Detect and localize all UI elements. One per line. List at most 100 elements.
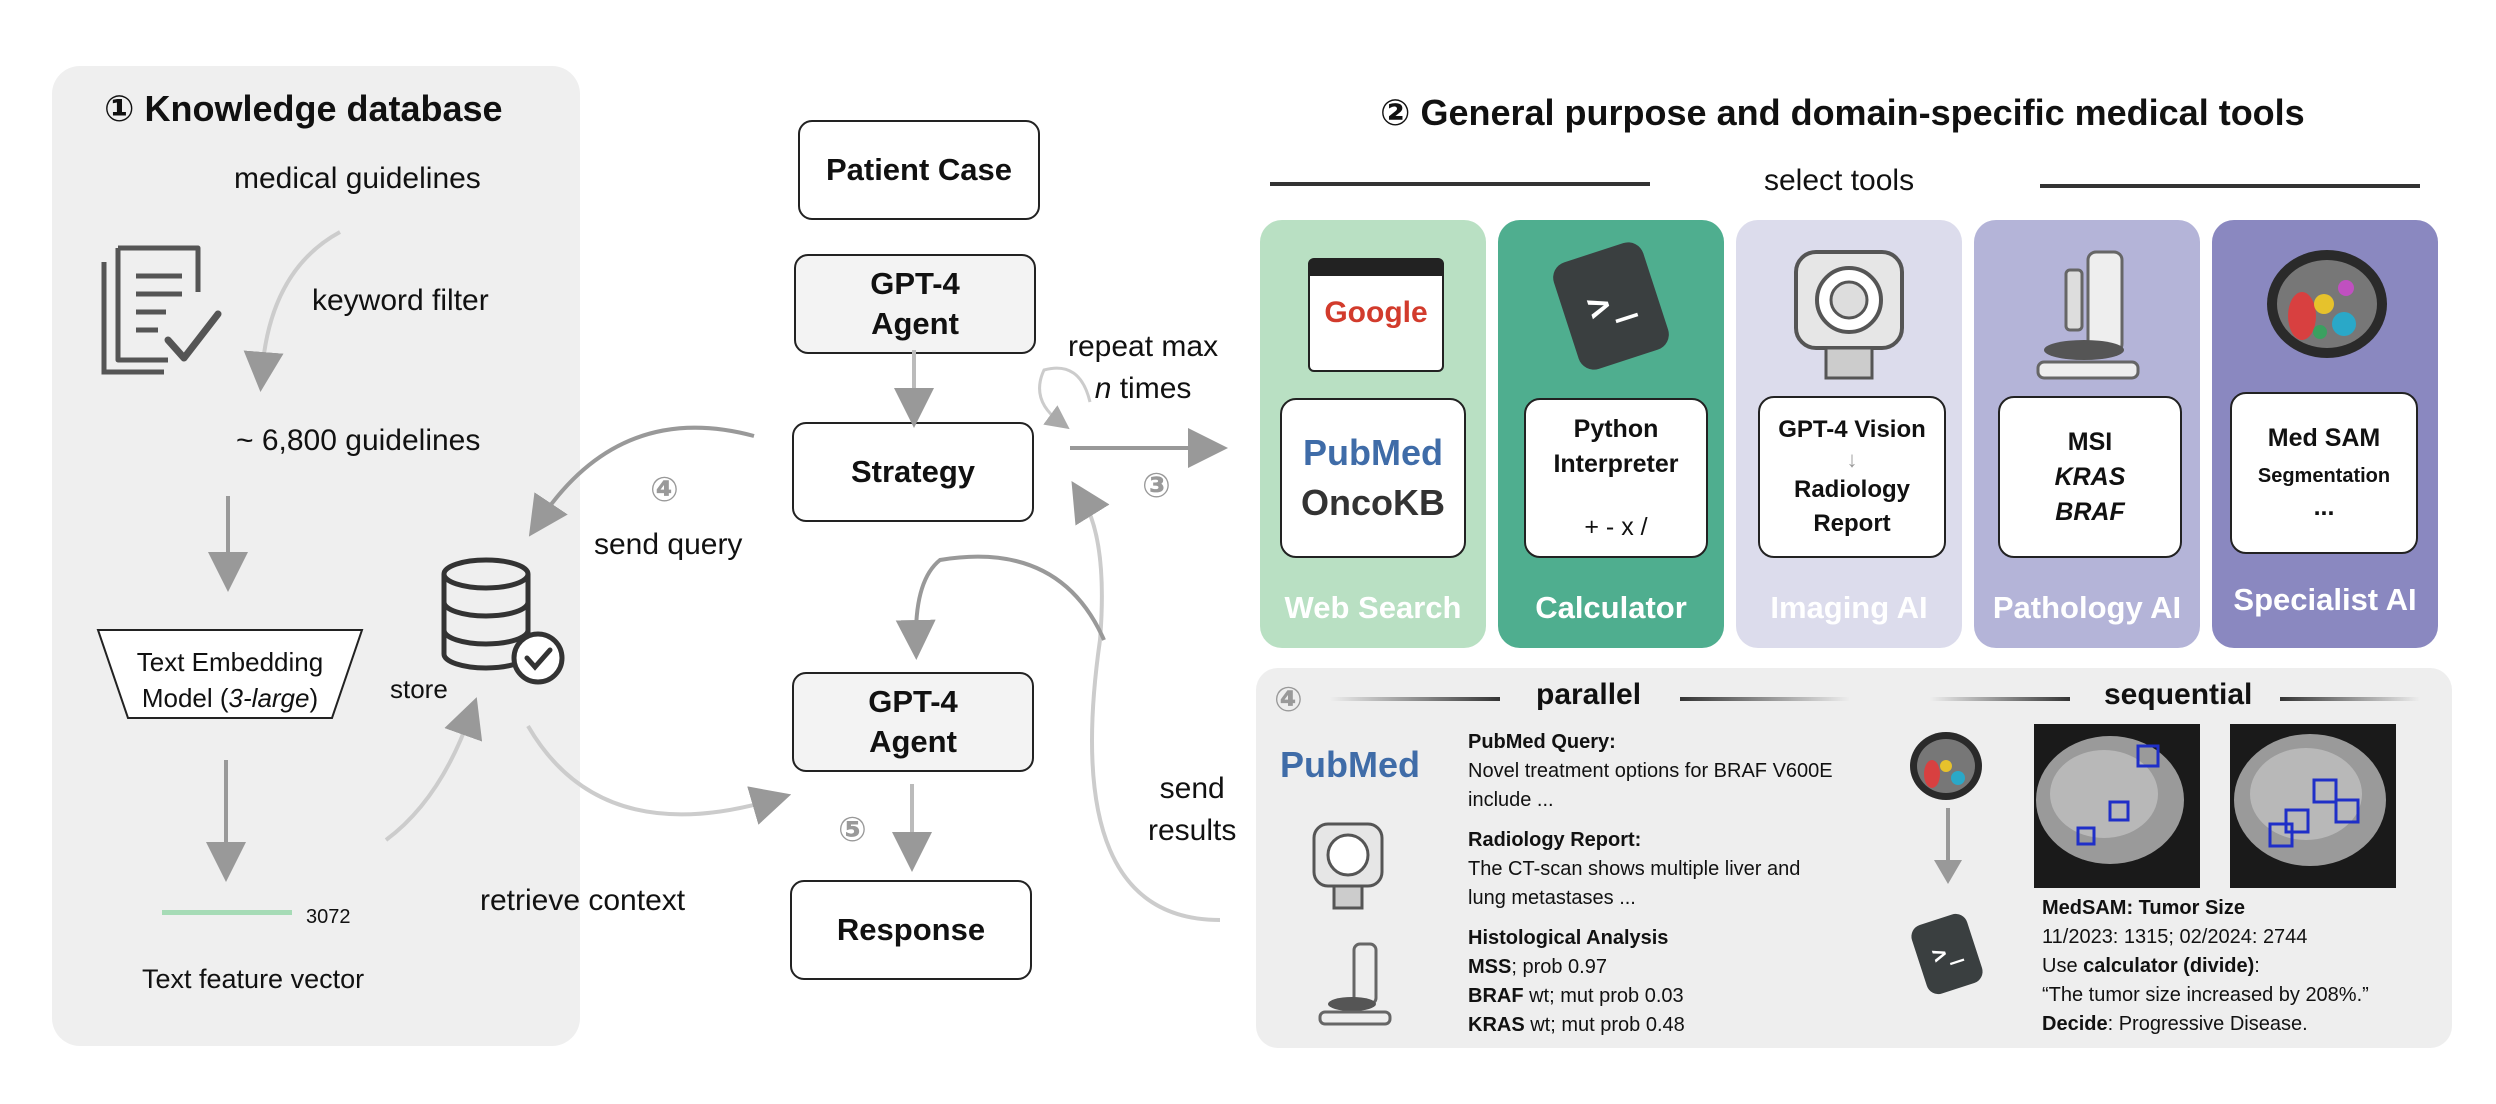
calculator-usage: Use calculator (divide): bbox=[2042, 952, 2369, 981]
pubmed-logo: PubMed bbox=[1303, 431, 1443, 473]
mss-label: MSS bbox=[1468, 956, 1512, 978]
send-results-line2: results bbox=[1148, 814, 1237, 847]
mss-line: MSS; prob 0.97 bbox=[1468, 953, 1685, 982]
database-check-icon bbox=[441, 557, 565, 685]
ct-segmentation-icon bbox=[2267, 250, 2387, 358]
sequential-down-arrow bbox=[1934, 808, 1962, 884]
parallel-label: parallel bbox=[1536, 678, 1642, 711]
medsam-label: Med SAM bbox=[2267, 424, 2381, 452]
patient-case-box: Patient Case bbox=[798, 120, 1040, 220]
response-box: Response bbox=[790, 880, 1032, 980]
use-prefix: Use bbox=[2042, 955, 2084, 977]
step-3-marker: ③ bbox=[1142, 467, 1171, 505]
pubmed-query-line2: include ... bbox=[1468, 789, 1554, 811]
kras-small-label: KRAS bbox=[1468, 1014, 1525, 1036]
tools-title: ② General purpose and domain-specific me… bbox=[1380, 92, 2305, 133]
tumor-sizes: 11/2023: 1315; 02/2024: 2744 bbox=[2042, 926, 2308, 948]
kras-label: KRAS bbox=[2054, 462, 2126, 491]
radiology-line2: Report bbox=[1813, 509, 1891, 537]
python-line2: Interpreter bbox=[1553, 449, 1679, 478]
medical-guidelines-label: medical guidelines bbox=[234, 162, 481, 195]
send-results-label: send results bbox=[1148, 768, 1236, 852]
store-label: store bbox=[390, 674, 448, 704]
ct-scanner-small-icon bbox=[1312, 822, 1384, 910]
operators-label: + - x / bbox=[1584, 512, 1648, 541]
histology-title: Histological Analysis bbox=[1468, 927, 1669, 949]
imaging-ai-label: Imaging AI bbox=[1770, 590, 1928, 625]
decision-value: : Progressive Disease. bbox=[2107, 1013, 2308, 1035]
step-5-marker: ⑤ bbox=[838, 811, 867, 849]
tool-card-web-search: Google PubMed OncoKB Web Search bbox=[1260, 220, 1486, 648]
calculator-label: Calculator bbox=[1535, 590, 1687, 625]
ct-scan-2024 bbox=[2230, 724, 2396, 888]
decide-label: Decide bbox=[2042, 1013, 2108, 1035]
retrieve-context-label: retrieve context bbox=[480, 884, 686, 917]
radiology-report-line1: The CT-scan shows multiple liver and bbox=[1468, 858, 1801, 880]
step-4-marker: ④ bbox=[650, 471, 679, 509]
embedding-model-shape bbox=[96, 629, 364, 719]
ct-segmentation-small-icon bbox=[1910, 732, 1982, 800]
histology-block: Histological Analysis MSS; prob 0.97 BRA… bbox=[1468, 924, 1685, 1040]
braf-line: BRAF wt; mut prob 0.03 bbox=[1468, 982, 1685, 1011]
use-calculator: calculator (divide) bbox=[2083, 955, 2255, 977]
vision-label: GPT-4 Vision bbox=[1778, 416, 1926, 444]
mss-value: ; prob 0.97 bbox=[1511, 956, 1607, 978]
use-suffix: : bbox=[2254, 955, 2260, 977]
agent-bottom-line2: Agent bbox=[869, 724, 957, 759]
medsam-ellipsis: ... bbox=[2313, 493, 2335, 521]
parallel-line-right bbox=[1680, 697, 1850, 701]
google-logo: Google bbox=[1324, 296, 1428, 329]
braf-label: BRAF bbox=[2055, 497, 2125, 526]
sequential-line-right bbox=[2280, 697, 2420, 701]
embedding-model-name: 3-large bbox=[228, 683, 310, 714]
python-line1: Python bbox=[1573, 414, 1659, 443]
pathology-markers-box: MSI KRAS BRAF bbox=[1998, 396, 2182, 558]
agent-bottom-line1: GPT-4 bbox=[868, 683, 958, 719]
repeat-n: n bbox=[1094, 372, 1112, 405]
down-arrow-icon: ↓ bbox=[1846, 447, 1858, 472]
tumor-increase-quote: “The tumor size increased by 208%.” bbox=[2042, 984, 2369, 1006]
radiology-report-line2: lung metastases ... bbox=[1468, 887, 1636, 909]
terminal-icon: >_ bbox=[1548, 238, 1674, 374]
tool-card-specialist-ai: Med SAM Segmentation ... Specialist AI bbox=[2212, 220, 2438, 648]
kras-value: wt; mut prob 0.48 bbox=[1524, 1014, 1685, 1036]
strategy-box: Strategy bbox=[792, 422, 1034, 522]
ct-scan-2023 bbox=[2034, 724, 2200, 888]
web-search-sources: PubMed OncoKB bbox=[1280, 398, 1466, 558]
medsam-result-block: MedSAM: Tumor Size 11/2023: 1315; 02/202… bbox=[2042, 894, 2369, 1039]
sequential-label: sequential bbox=[2104, 678, 2253, 711]
radiology-report-title: Radiology Report: bbox=[1468, 829, 1642, 851]
decision-line: Decide: Progressive Disease. bbox=[2042, 1010, 2369, 1039]
embedding-model-line1: Text Embedding bbox=[136, 647, 324, 677]
python-interpreter-box: Python Interpreter + - x / bbox=[1524, 398, 1708, 558]
tool-card-imaging-ai: GPT-4 Vision ↓ Radiology Report Imaging … bbox=[1736, 220, 1962, 648]
agent-top-line1: GPT-4 bbox=[870, 265, 960, 301]
ct-scanner-icon bbox=[1794, 250, 1904, 380]
oncokb-logo: OncoKB bbox=[1301, 482, 1445, 523]
bottom-step-4-marker: ④ bbox=[1274, 681, 1303, 719]
gpt4-vision-box: GPT-4 Vision ↓ Radiology Report bbox=[1758, 396, 1946, 558]
braf-value: wt; mut prob 0.03 bbox=[1523, 985, 1684, 1007]
braf-small-label: BRAF bbox=[1468, 985, 1524, 1007]
pathology-ai-label: Pathology AI bbox=[1992, 590, 2182, 625]
radiology-report-block: Radiology Report: The CT-scan shows mult… bbox=[1468, 826, 1800, 913]
msi-label: MSI bbox=[2067, 427, 2113, 456]
pubmed-query-title: PubMed Query: bbox=[1468, 731, 1616, 753]
kras-line: KRAS wt; mut prob 0.48 bbox=[1468, 1011, 1685, 1040]
repeat-line1: repeat max bbox=[1068, 330, 1219, 363]
send-results-line1: send bbox=[1159, 772, 1225, 805]
pubmed-query-line1: Novel treatment options for BRAF V600E bbox=[1468, 760, 1833, 782]
vector-dimension-label: 3072 bbox=[306, 906, 351, 928]
embedding-model-prefix: Model ( bbox=[141, 683, 229, 714]
repeat-times: times bbox=[1111, 372, 1192, 405]
knowledge-database-title: ① Knowledge database bbox=[104, 88, 503, 129]
pubmed-query-block: PubMed Query: Novel treatment options fo… bbox=[1468, 728, 1833, 815]
knowledge-database-panel bbox=[52, 66, 580, 1046]
guideline-count-label: ~ 6,800 guidelines bbox=[236, 424, 481, 457]
pubmed-small-logo: PubMed bbox=[1280, 744, 1420, 785]
repeat-line2: n times bbox=[1068, 368, 1218, 410]
radiology-line1: Radiology bbox=[1793, 476, 1910, 504]
microscope-small-icon bbox=[1318, 942, 1392, 1026]
agent-top-line2: Agent bbox=[871, 306, 959, 341]
